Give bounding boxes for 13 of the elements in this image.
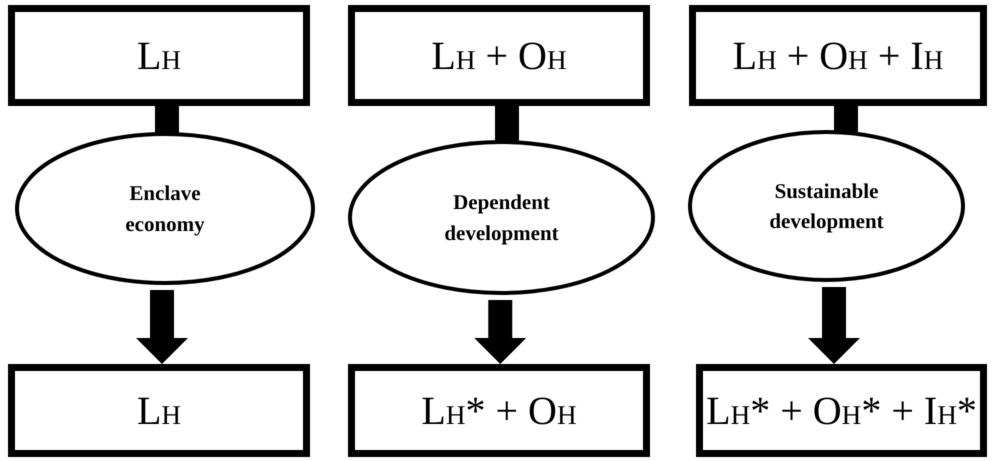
process-box — [8, 5, 310, 106]
block-arrow — [136, 290, 188, 364]
stage-label: Enclave economy — [124, 180, 206, 238]
connector-bar — [834, 106, 858, 134]
process-box — [348, 5, 650, 106]
process-box — [348, 364, 650, 457]
process-box — [689, 5, 987, 106]
process-box — [696, 364, 987, 457]
process-box — [8, 364, 310, 457]
block-arrow — [808, 287, 860, 364]
stage-label: Dependent development — [443, 189, 560, 246]
block-arrow — [474, 300, 526, 364]
stage-label: Sustainable development — [768, 178, 885, 235]
